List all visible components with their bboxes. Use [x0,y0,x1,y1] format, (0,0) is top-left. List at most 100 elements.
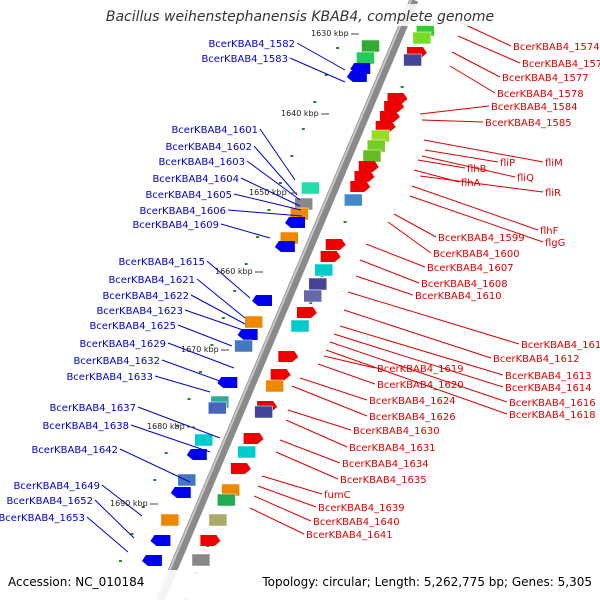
gene-arrow [375,121,396,132]
gene-label-right: BcerKBAB4_1635 [340,475,427,486]
gene-arrow [252,295,273,306]
connector-left [259,128,296,181]
connector-left [233,193,302,211]
gene-arrow [278,351,299,362]
kbp-tick-label: 1640 kbp [281,109,319,118]
connector-right [279,439,341,464]
gene-label-right: fliQ [517,173,534,184]
tick-dot [198,371,202,373]
right-gene-labels: BcerKBAB4_1574BcerKBAB4_1576BcerKBAB4_15… [306,42,600,541]
connector-right [343,309,492,359]
connector-right [325,349,508,415]
title-background [100,4,500,26]
tick-dot [256,236,260,238]
connector-right [393,213,437,238]
gene-label-right: BcerKBAB4_1620 [377,380,464,391]
gene-arrow [320,251,341,262]
gene-label-right: BcerKBAB4_1616 [509,398,596,409]
kbp-tick-label: 1680 kbp [147,422,185,431]
gene-arrow [141,555,162,566]
gene-box [301,181,320,195]
map-title: Bacillus weihenstephanensis KBAB4, compl… [106,9,494,25]
gene-label-left: BcerKBAB4_1623 [96,306,183,317]
gene-label-right: BcerKBAB4_1613 [505,371,592,382]
connector-right [355,275,414,296]
gene-label-right: BcerKBAB4_1599 [438,233,525,244]
gene-label-left: BcerKBAB4_1601 [171,125,258,136]
gene-label-left: BcerKBAB4_1642 [31,445,118,456]
connector-left [86,516,129,553]
connector-left [130,424,211,453]
connector-left [196,278,246,319]
gene-label-right: BcerKBAB4_1641 [306,530,393,541]
tick-dot [313,101,317,103]
gene-label-left: BcerKBAB4_1621 [108,275,195,286]
gene-label-left: BcerKBAB4_1609 [132,220,219,231]
tick-dot [336,47,340,49]
gene-label-right: BcerKBAB4_1611 [521,340,600,351]
connector-right [419,105,490,115]
gene-label-left: BcerKBAB4_1632 [73,356,160,367]
gene-label-right: BcerKBAB4_1577 [502,73,589,84]
gene-label-left: BcerKBAB4_1603 [158,157,245,168]
connector-right [329,341,508,403]
connector-right [449,65,496,94]
gene-label-left: BcerKBAB4_1649 [13,481,100,492]
gene-label-left: BcerKBAB4_1652 [6,496,93,507]
gene-label-right: BcerKBAB4_1639 [318,503,405,514]
gene-box [237,445,256,459]
gene-box [290,319,310,333]
connector-left [253,145,298,196]
gene-label-right: BcerKBAB4_1624 [369,396,456,407]
gene-label-left: BcerKBAB4_1629 [79,339,166,350]
connector-right [323,355,376,369]
gene-box [356,51,375,65]
tick-dot [141,506,145,508]
gene-arrow [384,101,405,112]
gene-arrow [186,449,207,460]
kbp-tick-label: 1670 kbp [181,345,219,354]
connector-left [177,324,233,347]
gene-arrow [346,71,367,82]
gene-label-left: BcerKBAB4_1582 [208,39,295,50]
gene-label-right: flhF [540,226,559,237]
connector-left [137,406,221,439]
gene-label-right: BcerKBAB4_1619 [377,364,464,375]
label-connectors [86,19,544,553]
connector-left [161,359,229,385]
connector-left [206,260,251,299]
gene-label-right: BcerKBAB4_1584 [491,102,578,113]
gene-box [361,39,380,53]
connector-right [299,377,368,401]
gene-arrow [200,535,221,546]
gene-box [412,31,432,45]
gene-label-right: BcerKBAB4_1600 [433,249,520,260]
connector-right [285,419,348,448]
gene-arrow [150,535,171,546]
gene-label-right: flhB [467,164,487,175]
connector-right [261,475,323,495]
gene-box [265,379,284,393]
connector-left [296,42,346,71]
gene-label-right: BcerKBAB4_1618 [509,410,596,421]
gene-arrow [170,487,191,498]
tick-dot [233,290,237,292]
connector-left [190,294,246,325]
connector-left [94,499,135,539]
gene-label-right: BcerKBAB4_1607 [427,263,514,274]
gene-arrow [237,329,258,340]
tick-dot [118,560,122,562]
gene-label-left: BcerKBAB4_1602 [165,142,252,153]
gene-label-right: BcerKBAB4_1610 [415,291,502,302]
gene-label-left: BcerKBAB4_1653 [0,513,85,524]
gene-label-left: BcerKBAB4_1622 [102,291,189,302]
gene-label-right: BcerKBAB4_1626 [369,412,456,423]
genome-backbone [155,0,419,600]
tick-dot [221,317,225,319]
accession-text: Accession: NC_010184 [8,575,144,589]
kbp-tick-label: 1630 kbp [311,29,349,38]
gene-arrow [379,111,400,122]
kbp-tick-label: 1650 kbp [249,188,287,197]
